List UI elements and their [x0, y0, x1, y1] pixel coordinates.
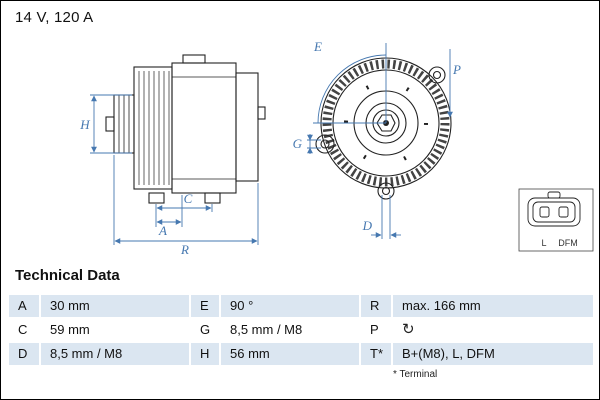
- rotation-direction-icon: ↻: [402, 321, 415, 338]
- technical-data-title: Technical Data: [15, 267, 120, 284]
- terminal-footnote: * Terminal: [393, 369, 438, 380]
- dim-label-p: P: [452, 62, 461, 77]
- spec-label-t: T*: [361, 343, 391, 365]
- spec-value-d: 8,5 mm / M8: [41, 343, 189, 365]
- spec-value-c: 59 mm: [41, 319, 189, 341]
- spec-label-e: E: [191, 295, 219, 317]
- spec-label-h: H: [191, 343, 219, 365]
- dim-label-d: D: [362, 218, 373, 233]
- spec-value-h: 56 mm: [221, 343, 359, 365]
- spec-value-p: ↻: [393, 319, 593, 341]
- spec-value-a: 30 mm: [41, 295, 189, 317]
- alternator-front-view: [315, 57, 452, 200]
- alternator-side-view: [105, 54, 266, 204]
- spec-value-e: 90 °: [221, 295, 359, 317]
- spec-label-c: C: [9, 319, 39, 341]
- technical-data-table: A 30 mm E 90 ° R max. 166 mm C 59 mm G 8…: [9, 295, 593, 365]
- dim-label-e: E: [313, 39, 322, 54]
- connector-pin-label-dfm: DFM: [558, 238, 578, 248]
- electrical-rating: 14 V, 120 A: [15, 9, 94, 26]
- dim-label-h: H: [79, 117, 90, 132]
- dim-label-c: C: [184, 191, 193, 206]
- connector-pin-label-l: L: [541, 238, 546, 248]
- spec-label-g: G: [191, 319, 219, 341]
- spec-label-p: P: [361, 319, 391, 341]
- connector-detail: [518, 188, 594, 252]
- spec-label-d: D: [9, 343, 39, 365]
- spec-value-r: max. 166 mm: [393, 295, 593, 317]
- technical-drawing: H C A R: [79, 39, 594, 257]
- spec-value-t: B+(M8), L, DFM: [393, 343, 593, 365]
- spec-value-g: 8,5 mm / M8: [221, 319, 359, 341]
- spec-label-r: R: [361, 295, 391, 317]
- dim-label-g: G: [293, 136, 303, 151]
- side-view-dimensions: [90, 94, 259, 245]
- dim-label-a: A: [158, 223, 167, 238]
- dim-label-r: R: [180, 242, 189, 257]
- front-view-dimensions: [307, 43, 453, 239]
- spec-label-a: A: [9, 295, 39, 317]
